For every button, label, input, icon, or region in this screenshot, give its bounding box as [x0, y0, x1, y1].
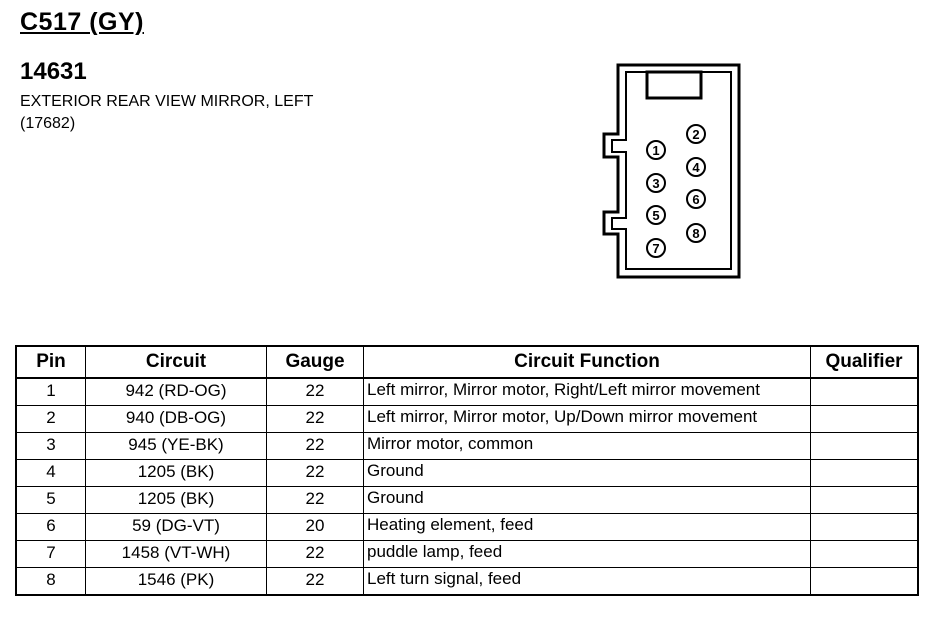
- pin-circle-8: [686, 223, 706, 243]
- circuit-function-cell: Mirror motor, common: [363, 432, 811, 460]
- circuit-cell: 942 (RD-OG): [85, 377, 267, 406]
- pin-circle-4: [686, 157, 706, 177]
- qualifier-cell: [810, 540, 919, 568]
- pin-label-4: 4: [692, 160, 700, 175]
- pin-cell: 4: [15, 459, 86, 487]
- gauge-cell: 22: [266, 459, 364, 487]
- circuit-cell: 59 (DG-VT): [85, 513, 267, 541]
- qualifier-cell: [810, 432, 919, 460]
- col-header-circuit-function: Circuit Function: [363, 345, 811, 379]
- col-header-pin: Pin: [15, 345, 86, 379]
- circuit-cell: 1546 (PK): [85, 567, 267, 596]
- pin-circle-1: [646, 140, 666, 160]
- pin-cell: 1: [15, 377, 86, 406]
- pin-label-7: 7: [652, 241, 659, 256]
- pin-label-2: 2: [692, 127, 699, 142]
- col-header-qualifier: Qualifier: [810, 345, 919, 379]
- circuit-function-cell: Left turn signal, feed: [363, 567, 811, 596]
- pin-circle-3: [646, 173, 666, 193]
- qualifier-cell: [810, 405, 919, 433]
- connector-title: C517 (GY): [20, 8, 144, 36]
- qualifier-cell: [810, 459, 919, 487]
- circuit-cell: 1458 (VT-WH): [85, 540, 267, 568]
- pin-cell: 6: [15, 513, 86, 541]
- connector-key-slot: [645, 70, 703, 100]
- part-number: 14631: [20, 58, 87, 85]
- gauge-cell: 22: [266, 432, 364, 460]
- connector-reference: (17682): [20, 115, 76, 132]
- qualifier-cell: [810, 377, 919, 406]
- pin-label-5: 5: [652, 208, 659, 223]
- connector-description-block: EXTERIOR REAR VIEW MIRROR, LEFT (17682): [20, 91, 313, 135]
- pin-label-6: 6: [692, 192, 699, 207]
- pin-label-1: 1: [652, 143, 659, 158]
- pin-cell: 8: [15, 567, 86, 596]
- circuit-function-cell: puddle lamp, feed: [363, 540, 811, 568]
- pin-label-8: 8: [692, 226, 699, 241]
- pin-circle-6: [686, 189, 706, 209]
- connector-body-outline: [602, 63, 741, 279]
- circuit-cell: 945 (YE-BK): [85, 432, 267, 460]
- col-header-circuit: Circuit: [85, 345, 267, 379]
- circuit-function-cell: Ground: [363, 459, 811, 487]
- gauge-cell: 22: [266, 405, 364, 433]
- connector-description: EXTERIOR REAR VIEW MIRROR, LEFT: [20, 93, 314, 110]
- pin-cell: 7: [15, 540, 86, 568]
- pin-cell: 5: [15, 486, 86, 514]
- connector-face-diagram: 1 2 3 4 5 6 7 8: [602, 63, 741, 279]
- circuit-function-cell: Left mirror, Mirror motor, Up/Down mirro…: [363, 405, 811, 433]
- circuit-function-cell: Heating element, feed: [363, 513, 811, 541]
- circuit-function-cell: Left mirror, Mirror motor, Right/Left mi…: [363, 377, 811, 406]
- gauge-cell: 20: [266, 513, 364, 541]
- qualifier-cell: [810, 513, 919, 541]
- qualifier-cell: [810, 486, 919, 514]
- pin-circle-7: [646, 238, 666, 258]
- pin-label-3: 3: [652, 176, 659, 191]
- pin-circle-5: [646, 205, 666, 225]
- gauge-cell: 22: [266, 377, 364, 406]
- connector-inner-wall: [611, 71, 732, 270]
- circuit-cell: 940 (DB-OG): [85, 405, 267, 433]
- qualifier-cell: [810, 567, 919, 596]
- pin-cell: 3: [15, 432, 86, 460]
- gauge-cell: 22: [266, 486, 364, 514]
- pin-cell: 2: [15, 405, 86, 433]
- circuit-cell: 1205 (BK): [85, 486, 267, 514]
- table-header-row: Pin Circuit Gauge Circuit Function Quali…: [15, 345, 919, 379]
- gauge-cell: 22: [266, 567, 364, 596]
- pin-circle-2: [686, 124, 706, 144]
- pinout-table: Pin Circuit Gauge Circuit Function Quali…: [15, 345, 919, 596]
- col-header-gauge: Gauge: [266, 345, 364, 379]
- circuit-function-cell: Ground: [363, 486, 811, 514]
- circuit-cell: 1205 (BK): [85, 459, 267, 487]
- gauge-cell: 22: [266, 540, 364, 568]
